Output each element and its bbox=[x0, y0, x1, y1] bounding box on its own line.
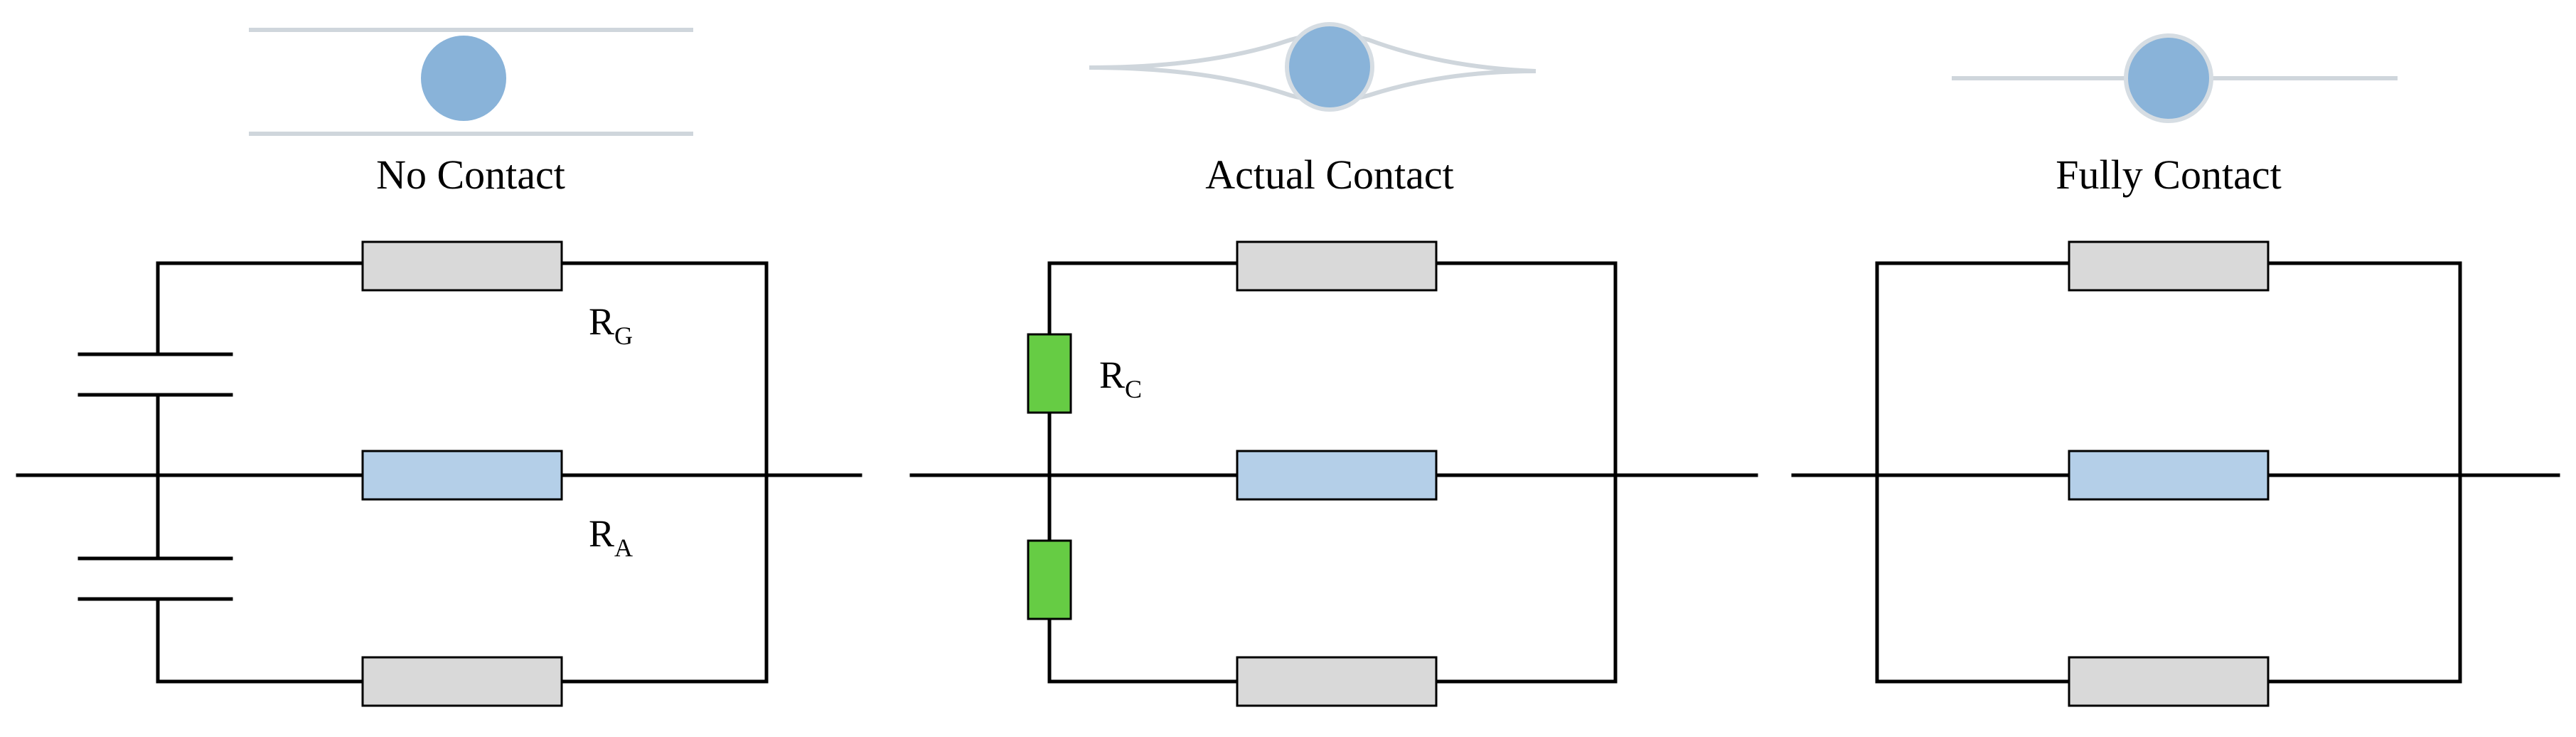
gas-resistor-bottom bbox=[1236, 656, 1438, 707]
actual-contact-circuit: RC bbox=[909, 240, 1758, 707]
fully-contact-circuit bbox=[1791, 240, 2560, 707]
contact-resistor-upper bbox=[1027, 333, 1072, 414]
panel-actual-contact: Actual Contact RC bbox=[909, 22, 1758, 707]
gas-resistor-bottom bbox=[2068, 656, 2270, 707]
contact-resistor-lower bbox=[1027, 539, 1072, 620]
caption-no-contact: No Contact bbox=[376, 152, 565, 198]
panel-no-contact: No Contact RG RA bbox=[16, 28, 862, 707]
particle-resistor bbox=[2068, 450, 2270, 501]
gas-resistor-top bbox=[1236, 240, 1438, 292]
gas-resistor-top bbox=[2068, 240, 2270, 292]
particle bbox=[2124, 33, 2213, 123]
caption-fully-contact: Fully Contact bbox=[2056, 152, 2281, 198]
gas-resistor-bottom bbox=[361, 656, 563, 707]
actual-contact-illustration bbox=[1089, 22, 1536, 112]
label-r-g: RG bbox=[589, 300, 633, 350]
particle bbox=[1285, 22, 1374, 112]
label-r-c: RC bbox=[1099, 354, 1142, 403]
particle-resistor bbox=[361, 450, 563, 501]
gas-resistor-top bbox=[361, 240, 563, 292]
no-contact-illustration bbox=[249, 28, 693, 136]
fully-contact-illustration bbox=[1952, 33, 2398, 123]
particle bbox=[421, 36, 506, 121]
panel-fully-contact: Fully Contact bbox=[1791, 33, 2560, 707]
no-contact-circuit: RG RA bbox=[16, 240, 862, 707]
particle-resistor bbox=[1236, 450, 1438, 501]
label-r-a: RA bbox=[589, 512, 633, 562]
caption-actual-contact: Actual Contact bbox=[1205, 152, 1454, 198]
